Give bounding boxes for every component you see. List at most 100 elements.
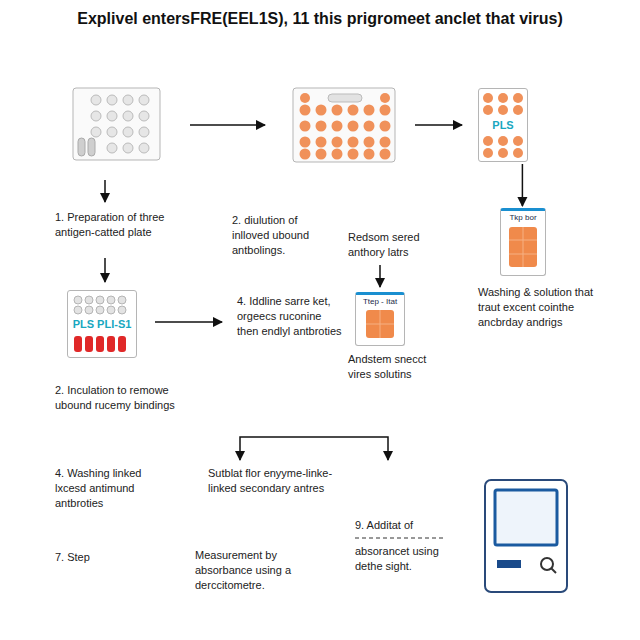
process-arrow bbox=[104, 180, 106, 202]
plate-well: PLS bbox=[478, 88, 528, 162]
reader-monitor bbox=[485, 480, 567, 592]
step-label: Washing & solution that traut excent coi… bbox=[478, 285, 613, 330]
process-arrow bbox=[190, 124, 265, 126]
well-dots bbox=[332, 121, 343, 132]
well-dots bbox=[364, 105, 375, 116]
reagent-card: Tkp bor bbox=[500, 208, 546, 276]
step-label: 4. Iddline sarre ket, orgeecs ruconine t… bbox=[237, 294, 342, 339]
plate-outline bbox=[78, 138, 85, 156]
flow-arrow bbox=[522, 164, 524, 206]
well-dots bbox=[380, 93, 390, 103]
well-dots bbox=[483, 148, 493, 158]
process-arrow bbox=[104, 258, 106, 282]
well-dots bbox=[498, 93, 508, 103]
well-dots bbox=[91, 95, 101, 105]
step-label: 1. Preparation of three antigen-catted p… bbox=[55, 210, 190, 240]
well-dots bbox=[118, 296, 126, 304]
reader-monitor bbox=[551, 568, 556, 573]
step-label: 4. Washing linked lxcesd antimund antbro… bbox=[55, 466, 175, 511]
well-dots bbox=[139, 143, 149, 153]
well-dots bbox=[498, 105, 508, 115]
step-label: Andstem snecct vires solutins bbox=[348, 352, 443, 382]
well-dots bbox=[316, 149, 327, 160]
well-dots bbox=[348, 105, 359, 116]
well-dots bbox=[300, 93, 310, 103]
well-dots bbox=[332, 137, 343, 148]
plate-outline bbox=[88, 138, 95, 156]
step-label: Measurement by absorbance using a dercci… bbox=[195, 548, 325, 593]
well-dots bbox=[74, 296, 82, 304]
well-dots bbox=[139, 95, 149, 105]
well-dots bbox=[316, 105, 327, 116]
well-dots bbox=[300, 149, 311, 160]
plate-outline bbox=[73, 88, 395, 162]
plate-label: PLS PLI-S1 bbox=[73, 318, 132, 330]
well-dots bbox=[498, 136, 508, 146]
well-dots bbox=[380, 149, 391, 160]
well-dots bbox=[316, 121, 327, 132]
plate-label: PLS bbox=[492, 119, 513, 131]
step-label: absorancet using dethe sight. bbox=[355, 544, 455, 574]
well-dots bbox=[380, 137, 391, 148]
step-label: 2. Inculation to remowe ubound rucemy bi… bbox=[55, 383, 175, 413]
well-dots bbox=[85, 296, 93, 304]
well-dots bbox=[513, 93, 523, 103]
well-dots bbox=[107, 143, 117, 153]
well-dots bbox=[85, 306, 93, 314]
dashed-rule bbox=[355, 538, 445, 539]
well-dots bbox=[316, 137, 327, 148]
well-dots bbox=[483, 105, 493, 115]
well-dots bbox=[332, 149, 343, 160]
card-label: Ttep - Itat bbox=[363, 297, 397, 306]
well-dots bbox=[123, 111, 133, 121]
step-label: 2. diulution of inlloved ubound antbolin… bbox=[232, 213, 332, 258]
well-dots bbox=[91, 111, 101, 121]
well-dots bbox=[139, 127, 149, 137]
well-dots bbox=[96, 336, 104, 352]
well-dots bbox=[118, 306, 126, 314]
plate-outline bbox=[73, 88, 160, 160]
process-arrow bbox=[155, 321, 222, 323]
step-label: Redsom sered anthory latrs bbox=[348, 230, 443, 260]
well-dots bbox=[364, 149, 375, 160]
well-dots bbox=[348, 149, 359, 160]
well-dots bbox=[513, 136, 523, 146]
well-dots bbox=[300, 137, 311, 148]
reader-monitor bbox=[485, 480, 567, 592]
well-dots bbox=[118, 336, 126, 352]
well-dots bbox=[380, 121, 391, 132]
well-dots bbox=[107, 306, 115, 314]
step-label: 7. Step bbox=[55, 550, 135, 565]
well-dots bbox=[107, 111, 117, 121]
well-dots bbox=[364, 137, 375, 148]
plate-well: PLS PLI-S1 bbox=[67, 290, 137, 358]
well-dots bbox=[107, 127, 117, 137]
well-dots bbox=[348, 121, 359, 132]
well-dots bbox=[96, 296, 104, 304]
well-dots bbox=[107, 296, 115, 304]
well-dots bbox=[300, 121, 311, 132]
step-label: 9. Additat of bbox=[355, 518, 455, 533]
step-label: Sutblat flor enyyme-linke-linked seconda… bbox=[208, 466, 333, 496]
well-dots bbox=[96, 306, 104, 314]
process-arrow bbox=[240, 437, 388, 460]
well-dots bbox=[107, 95, 117, 105]
well-dots bbox=[107, 336, 115, 352]
well-dots bbox=[74, 306, 82, 314]
reader-monitor bbox=[495, 490, 557, 545]
well-dots bbox=[123, 127, 133, 137]
reader-monitor bbox=[497, 560, 521, 568]
well-dots bbox=[513, 148, 523, 158]
well-dots bbox=[348, 137, 359, 148]
well-dots bbox=[364, 121, 375, 132]
dashed-rule bbox=[355, 538, 445, 539]
well-dots bbox=[513, 105, 523, 115]
well-dots bbox=[380, 105, 391, 116]
well-dots bbox=[123, 95, 133, 105]
process-arrow bbox=[379, 265, 381, 287]
well-dots bbox=[123, 143, 133, 153]
well-dots bbox=[85, 336, 93, 352]
plate-outline bbox=[293, 88, 395, 162]
well-dots bbox=[498, 148, 508, 158]
